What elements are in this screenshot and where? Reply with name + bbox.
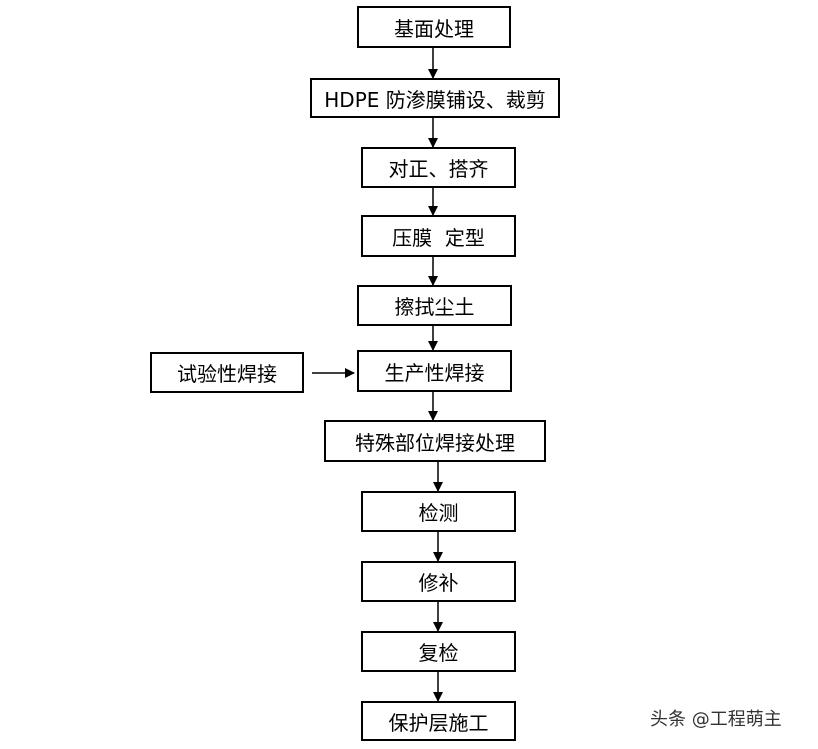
step-reinspection: 复检 xyxy=(361,631,516,672)
side-step-trial-welding: 试验性焊接 xyxy=(150,352,304,393)
step-special-welding: 特殊部位焊接处理 xyxy=(324,420,546,462)
step-membrane-laying: HDPE 防渗膜铺设、裁剪 xyxy=(310,78,560,118)
step-production-welding: 生产性焊接 xyxy=(357,350,512,392)
step-align: 对正、搭齐 xyxy=(361,147,516,188)
step-protection-layer: 保护层施工 xyxy=(361,701,516,741)
step-press-shape: 压膜 定型 xyxy=(361,215,516,257)
step-base-treatment: 基面处理 xyxy=(357,6,511,48)
step-inspection: 检测 xyxy=(361,491,516,532)
step-wipe-dust: 擦拭尘土 xyxy=(357,285,512,326)
step-repair: 修补 xyxy=(361,561,516,602)
watermark-text: 头条 @工程萌主 xyxy=(650,709,782,730)
